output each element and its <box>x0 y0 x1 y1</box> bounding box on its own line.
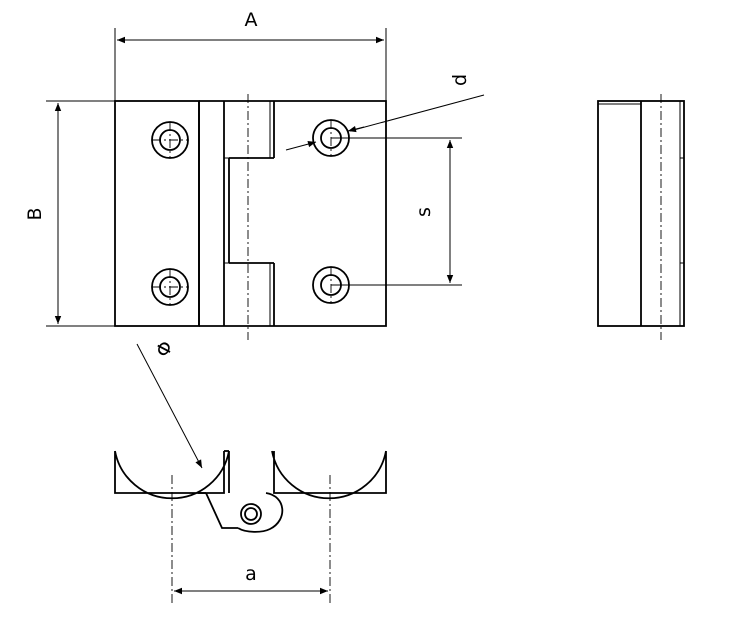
side-view <box>597 94 685 340</box>
dimension-s-hole-spacing: s <box>331 137 462 286</box>
front-view <box>114 94 387 340</box>
dimension-phi-radius: Φ <box>136 337 203 469</box>
section-outline <box>114 450 387 500</box>
center-knuckle <box>228 157 274 264</box>
knuckle-arm <box>198 492 284 533</box>
label-phi: Φ <box>151 337 177 361</box>
label-a-upper: A <box>245 9 258 31</box>
dimension-a-pitch: a <box>174 563 328 595</box>
hinge-pin <box>240 503 262 525</box>
right-leaf <box>274 100 387 327</box>
dimension-b-height: B <box>24 100 115 327</box>
dimension-a-width: A <box>114 9 387 101</box>
label-a-lower: a <box>245 563 257 585</box>
label-d: d <box>449 74 471 86</box>
label-b: B <box>24 207 46 220</box>
label-s: s <box>413 207 435 217</box>
dimension-d-hole-diameter: d <box>285 74 485 151</box>
section-view <box>114 450 387 603</box>
